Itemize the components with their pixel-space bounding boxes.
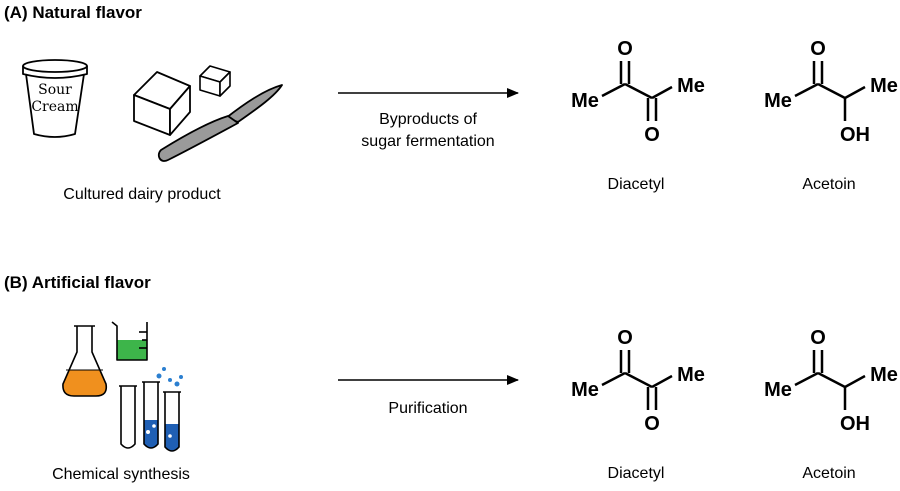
atom-o-top: O: [810, 327, 826, 349]
section-b-acetoin-structure: Me O OH Me: [764, 327, 898, 435]
section-b-diacetyl-name: Diacetyl: [608, 465, 665, 482]
container-label-sour: Sour: [38, 82, 72, 98]
section-a-acetoin-structure: Me O OH Me: [764, 38, 898, 146]
atom-o-bottom: O: [644, 413, 660, 435]
atom-me-left: Me: [571, 379, 599, 401]
atom-me-right: Me: [677, 75, 705, 97]
test-tubes-icon: [119, 381, 181, 452]
container-label-cream: Cream: [31, 99, 78, 115]
atom-o-bottom: O: [644, 124, 660, 146]
knife-icon: [157, 84, 283, 162]
atom-me-left: Me: [764, 90, 792, 112]
atom-oh-bottom: OH: [840, 124, 870, 146]
atom-oh-bottom: OH: [840, 413, 870, 435]
section-b-title: (B) Artificial flavor: [4, 273, 151, 292]
atom-o-top: O: [810, 38, 826, 60]
erlenmeyer-flask-icon: [62, 325, 108, 397]
section-a-source-caption: Cultured dairy product: [63, 186, 221, 203]
section-a-title: (A) Natural flavor: [4, 3, 142, 22]
section-b-source-caption: Chemical synthesis: [52, 466, 190, 483]
section-a-arrow-label-line2: sugar fermentation: [361, 133, 494, 150]
section-b-arrow-label: Purification: [388, 400, 467, 417]
section-a-arrow-label-line1: Byproducts of: [379, 111, 477, 128]
atom-me-left: Me: [764, 379, 792, 401]
section-a-acetoin-name: Acetoin: [802, 176, 855, 193]
atom-me-right: Me: [677, 364, 705, 386]
bubbles-icon: [146, 367, 183, 438]
atom-me-right: Me: [870, 364, 898, 386]
atom-o-top: O: [617, 327, 633, 349]
section-a-diacetyl-name: Diacetyl: [608, 176, 665, 193]
beaker-icon: [111, 321, 148, 361]
section-a-diacetyl-structure: Me O O Me: [571, 38, 705, 146]
cheese-cube-small-icon: [199, 65, 231, 97]
atom-me-right: Me: [870, 75, 898, 97]
sour-cream-container-icon: Sour Cream: [22, 59, 88, 138]
atom-me-left: Me: [571, 90, 599, 112]
atom-o-top: O: [617, 38, 633, 60]
section-b-acetoin-name: Acetoin: [802, 465, 855, 482]
cheese-cube-large-icon: [133, 71, 191, 136]
section-b-diacetyl-structure: Me O O Me: [571, 327, 705, 435]
